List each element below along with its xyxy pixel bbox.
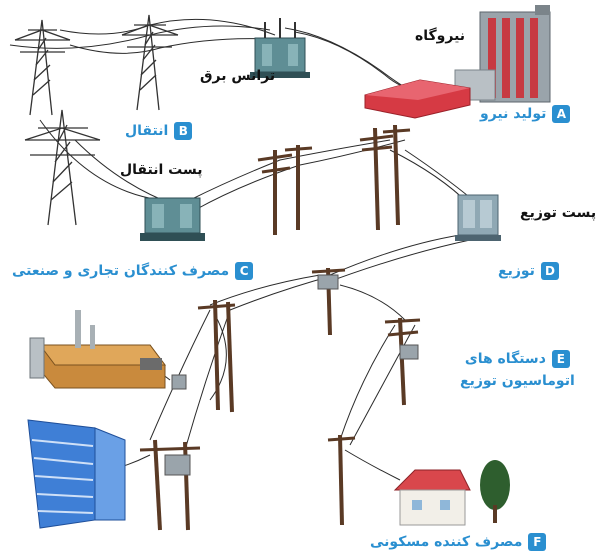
section-c: C مصرف کنندگان تجاری و صنعتی xyxy=(12,262,254,280)
section-e-label: دستگاه های xyxy=(464,351,546,367)
section-a-label: تولید نیرو xyxy=(480,106,547,122)
tree xyxy=(480,460,510,523)
section-e-badge: E xyxy=(551,350,570,368)
section-b-label: انتقال xyxy=(125,123,169,139)
transmission-tower-2 xyxy=(121,14,179,111)
section-d: D توزیع xyxy=(498,262,559,280)
section-f-badge: F xyxy=(528,533,547,551)
step-up-transformer xyxy=(250,18,310,78)
transmission-substation xyxy=(140,197,205,241)
pole-transformers xyxy=(164,274,419,476)
section-e-label-line2: اتوماسیون توزیع xyxy=(460,373,575,389)
section-c-badge: C xyxy=(235,262,254,280)
section-d-badge: D xyxy=(540,262,559,280)
step-up-transformer-label: ترانس برق xyxy=(200,68,276,84)
transmission-substation-label: پست انتقال xyxy=(120,162,203,178)
transmission-tower-1 xyxy=(14,19,71,116)
section-c-label: مصرف کنندگان تجاری و صنعتی xyxy=(12,263,230,279)
distribution-substation xyxy=(455,194,501,241)
section-a: A تولید نیرو xyxy=(480,105,571,123)
factory xyxy=(29,310,166,389)
section-a-badge: A xyxy=(552,105,571,123)
transmission-tower-3 xyxy=(24,109,101,226)
power-plant-label: نیروگاه xyxy=(415,28,466,44)
power-plant xyxy=(364,5,551,119)
section-e: E دستگاه های اتوماسیون توزیع xyxy=(460,348,575,392)
section-f: F مصرف کننده مسکونی xyxy=(370,533,547,551)
section-b-badge: B xyxy=(174,122,193,140)
section-f-label: مصرف کننده مسکونی xyxy=(370,534,523,550)
section-d-label: توزیع xyxy=(498,263,535,279)
distribution-substation-label: پست توزیع xyxy=(520,205,597,221)
section-b: B انتقال xyxy=(125,122,193,140)
house xyxy=(393,469,471,526)
office-building xyxy=(27,419,126,529)
